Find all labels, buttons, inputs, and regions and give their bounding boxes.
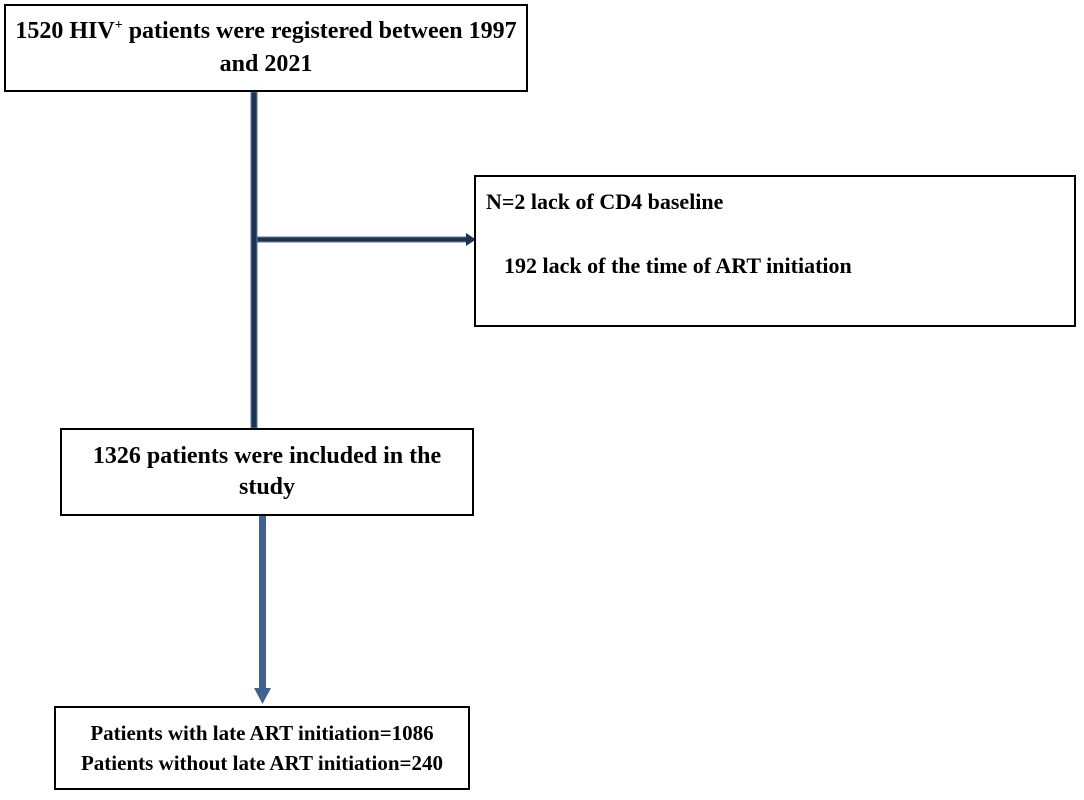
connector-main-vertical	[250, 91, 258, 429]
connector-exclusion-branch	[256, 236, 468, 243]
outcome-box: Patients with late ART initiation=1086 P…	[54, 706, 470, 790]
late-art-count-text: Patients with late ART initiation=1086	[90, 721, 434, 745]
registered-patients-box: 1520 HIV+ patients were registered betwe…	[4, 4, 528, 92]
exclusion-cd4-text: N=2 lack of CD4 baseline	[486, 189, 724, 214]
exclusion-art-time-text: 192 lack of the time of ART initiation	[504, 253, 852, 278]
registered-count-text: 1520 HIV	[15, 18, 115, 44]
exclusion-arrowhead-icon	[466, 233, 476, 246]
hiv-positive-superscript: +	[114, 18, 123, 33]
connector-lower-vertical	[259, 516, 266, 690]
registered-rest-text: patients were registered between 1997 an…	[122, 18, 517, 77]
no-late-art-count-text: Patients without late ART initiation=240	[80, 751, 444, 775]
lower-arrowhead-icon	[254, 688, 271, 704]
included-text: 1326 patients were included in the study	[92, 443, 442, 500]
included-patients-box: 1326 patients were included in the study	[60, 428, 474, 516]
exclusion-box: N=2 lack of CD4 baseline 192 lack of the…	[474, 175, 1076, 327]
